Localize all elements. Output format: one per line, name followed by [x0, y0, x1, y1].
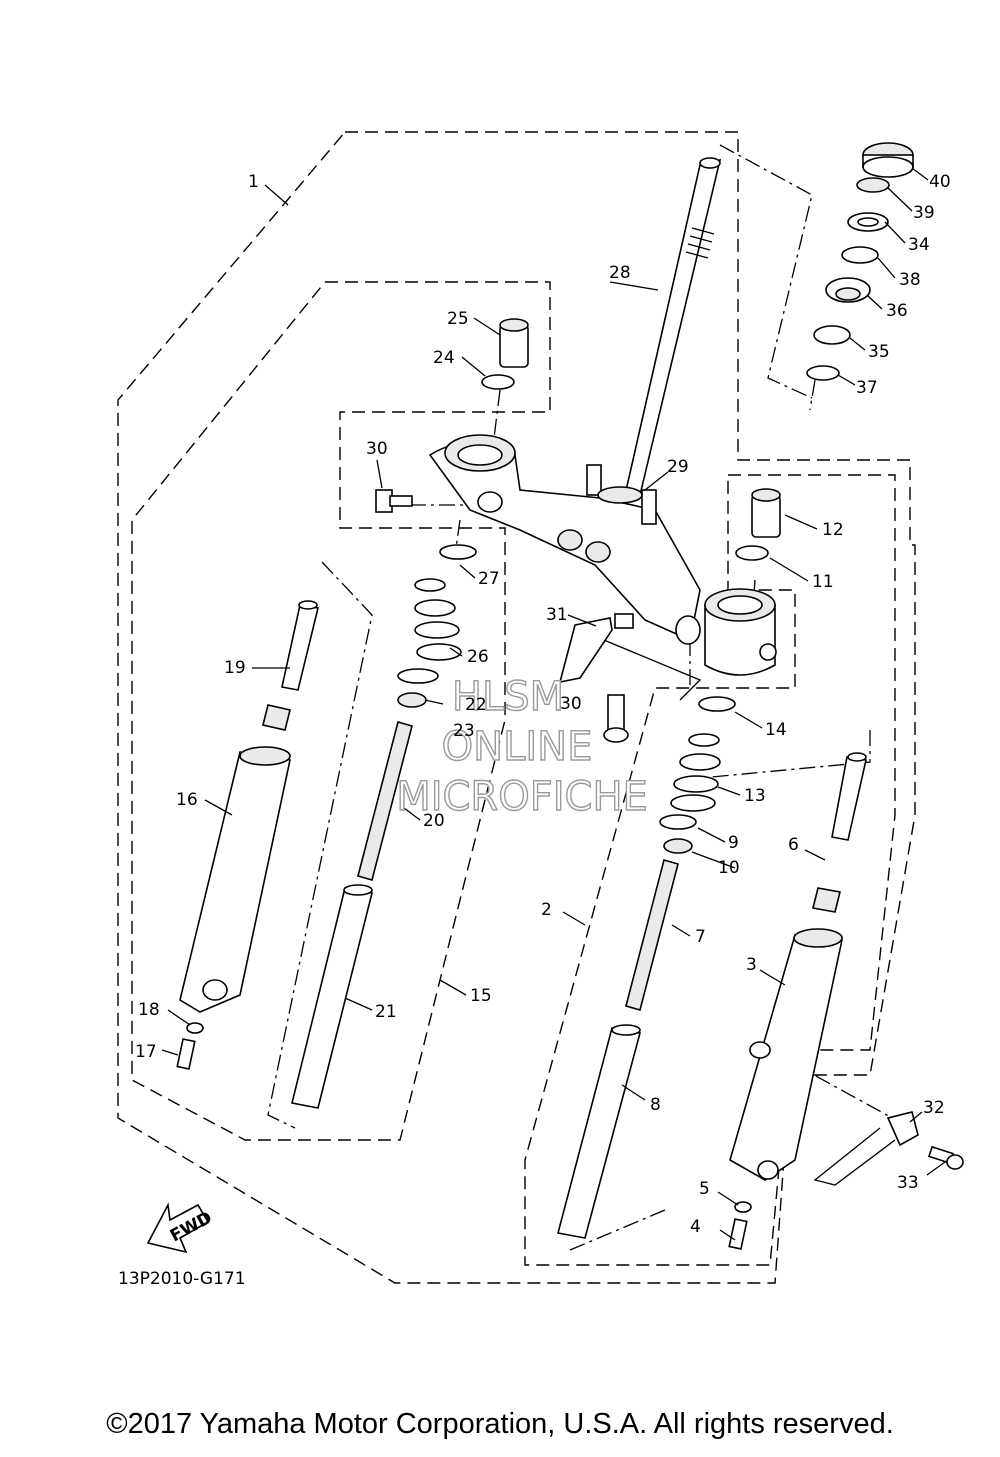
circlip-22 — [397, 668, 439, 684]
callout-35: 35 — [868, 342, 890, 362]
rebound-spring-right — [812, 887, 841, 913]
callout-28: 28 — [609, 263, 631, 283]
callout-33: 33 — [897, 1173, 919, 1193]
callout-30b: 30 — [560, 694, 582, 714]
callout-40: 40 — [929, 172, 951, 192]
assembly-outline-1 — [117, 131, 916, 1284]
callout-7: 7 — [695, 927, 706, 947]
outer-tube-3 — [729, 928, 843, 1181]
callout-11: 11 — [812, 572, 834, 592]
callout-32: 32 — [923, 1098, 945, 1118]
damper-rod-19 — [281, 600, 319, 691]
callout-9: 9 — [728, 833, 739, 853]
callout-37: 37 — [856, 378, 878, 398]
bolt-17 — [176, 1038, 196, 1070]
callout-10: 10 — [718, 858, 740, 878]
callout-22: 22 — [465, 695, 487, 715]
callout-1: 1 — [248, 172, 259, 192]
callout-4: 4 — [690, 1217, 701, 1237]
inner-tube-21 — [291, 884, 373, 1109]
outer-tube-16 — [179, 746, 291, 1013]
watermark-line-2: ONLINE — [442, 724, 593, 770]
copyright-notice: ©2017 Yamaha Motor Corporation, U.S.A. A… — [106, 1408, 894, 1440]
callout-13: 13 — [744, 786, 766, 806]
callout-21: 21 — [375, 1002, 397, 1022]
callout-19: 19 — [224, 658, 246, 678]
callout-leaders — [161, 167, 946, 1241]
bearing-stack — [806, 142, 914, 381]
callout-39: 39 — [913, 203, 935, 223]
callout-14: 14 — [765, 720, 787, 740]
callout-24: 24 — [433, 348, 455, 368]
o-ring-24 — [481, 374, 515, 390]
callout-36: 36 — [886, 301, 908, 321]
cap-bracket-31 — [558, 613, 634, 684]
callout-25: 25 — [447, 309, 469, 329]
fork-spring-20 — [357, 721, 413, 881]
centerline — [267, 561, 373, 1129]
callout-26: 26 — [467, 647, 489, 667]
watermark-line-1: HLSM — [452, 674, 564, 720]
pinch-bolt-30-right — [603, 694, 629, 743]
under-bracket-29 — [428, 434, 777, 676]
fork-spring-7 — [625, 859, 679, 1011]
callout-15: 15 — [470, 986, 492, 1006]
bolt-33 — [927, 1145, 964, 1170]
assembly-outline-2 — [524, 474, 896, 1266]
dust-boot-13 — [670, 733, 721, 812]
centerline — [809, 379, 816, 411]
inner-tube-8 — [557, 1024, 641, 1239]
callout-34: 34 — [908, 235, 930, 255]
callout-18: 18 — [138, 1000, 160, 1020]
dust-boot-26 — [414, 578, 462, 661]
oil-seal-23 — [397, 692, 427, 708]
circlip-14 — [698, 696, 736, 712]
cap-bolt-12 — [751, 488, 781, 538]
gasket-18 — [186, 1022, 204, 1034]
oil-seal-10 — [663, 838, 693, 854]
callout-31: 31 — [546, 605, 568, 625]
cap-bolt-25 — [499, 318, 529, 368]
callout-27: 27 — [478, 569, 500, 589]
hose-guide-32 — [813, 1111, 919, 1186]
damper-rod-6 — [831, 752, 867, 841]
callout-29: 29 — [667, 457, 689, 477]
assembly-outline-15 — [131, 281, 551, 1141]
diagram-code: 13P2010-G171 — [118, 1269, 246, 1289]
circlip-27 — [439, 544, 477, 560]
callout-6: 6 — [788, 835, 799, 855]
callout-16: 16 — [176, 790, 198, 810]
pinch-bolt-30 — [375, 489, 413, 513]
watermark-line-3: MICROFICHE — [396, 774, 648, 820]
callout-20: 20 — [423, 811, 445, 831]
stem-bearing-centerline — [719, 144, 813, 399]
rebound-spring — [262, 704, 291, 731]
callout-5: 5 — [699, 1179, 710, 1199]
forward-arrow-icon: FWD — [146, 1202, 216, 1254]
callout-labels: 1 2 3 4 5 6 7 8 9 10 11 12 13 14 15 16 1… — [135, 172, 951, 1237]
leader — [574, 627, 702, 701]
callout-2: 2 — [541, 900, 552, 920]
centerline — [569, 1209, 666, 1251]
callout-38: 38 — [899, 270, 921, 290]
watermark: HLSM ONLINE MICROFICHE — [395, 673, 648, 820]
bolt-4 — [728, 1218, 748, 1250]
centerline — [764, 1047, 906, 1126]
circlip-9 — [659, 814, 697, 830]
centerline — [679, 730, 871, 781]
callout-30a: 30 — [366, 439, 388, 459]
callout-23: 23 — [453, 721, 475, 741]
gasket-5 — [734, 1201, 752, 1213]
steering-stem-28 — [623, 157, 722, 496]
callout-3: 3 — [746, 955, 757, 975]
o-ring-11 — [735, 545, 769, 561]
callout-17: 17 — [135, 1042, 157, 1062]
callout-8: 8 — [650, 1095, 661, 1115]
front-fork-exploded-diagram: FWD — [117, 131, 964, 1289]
callout-12: 12 — [822, 520, 844, 540]
